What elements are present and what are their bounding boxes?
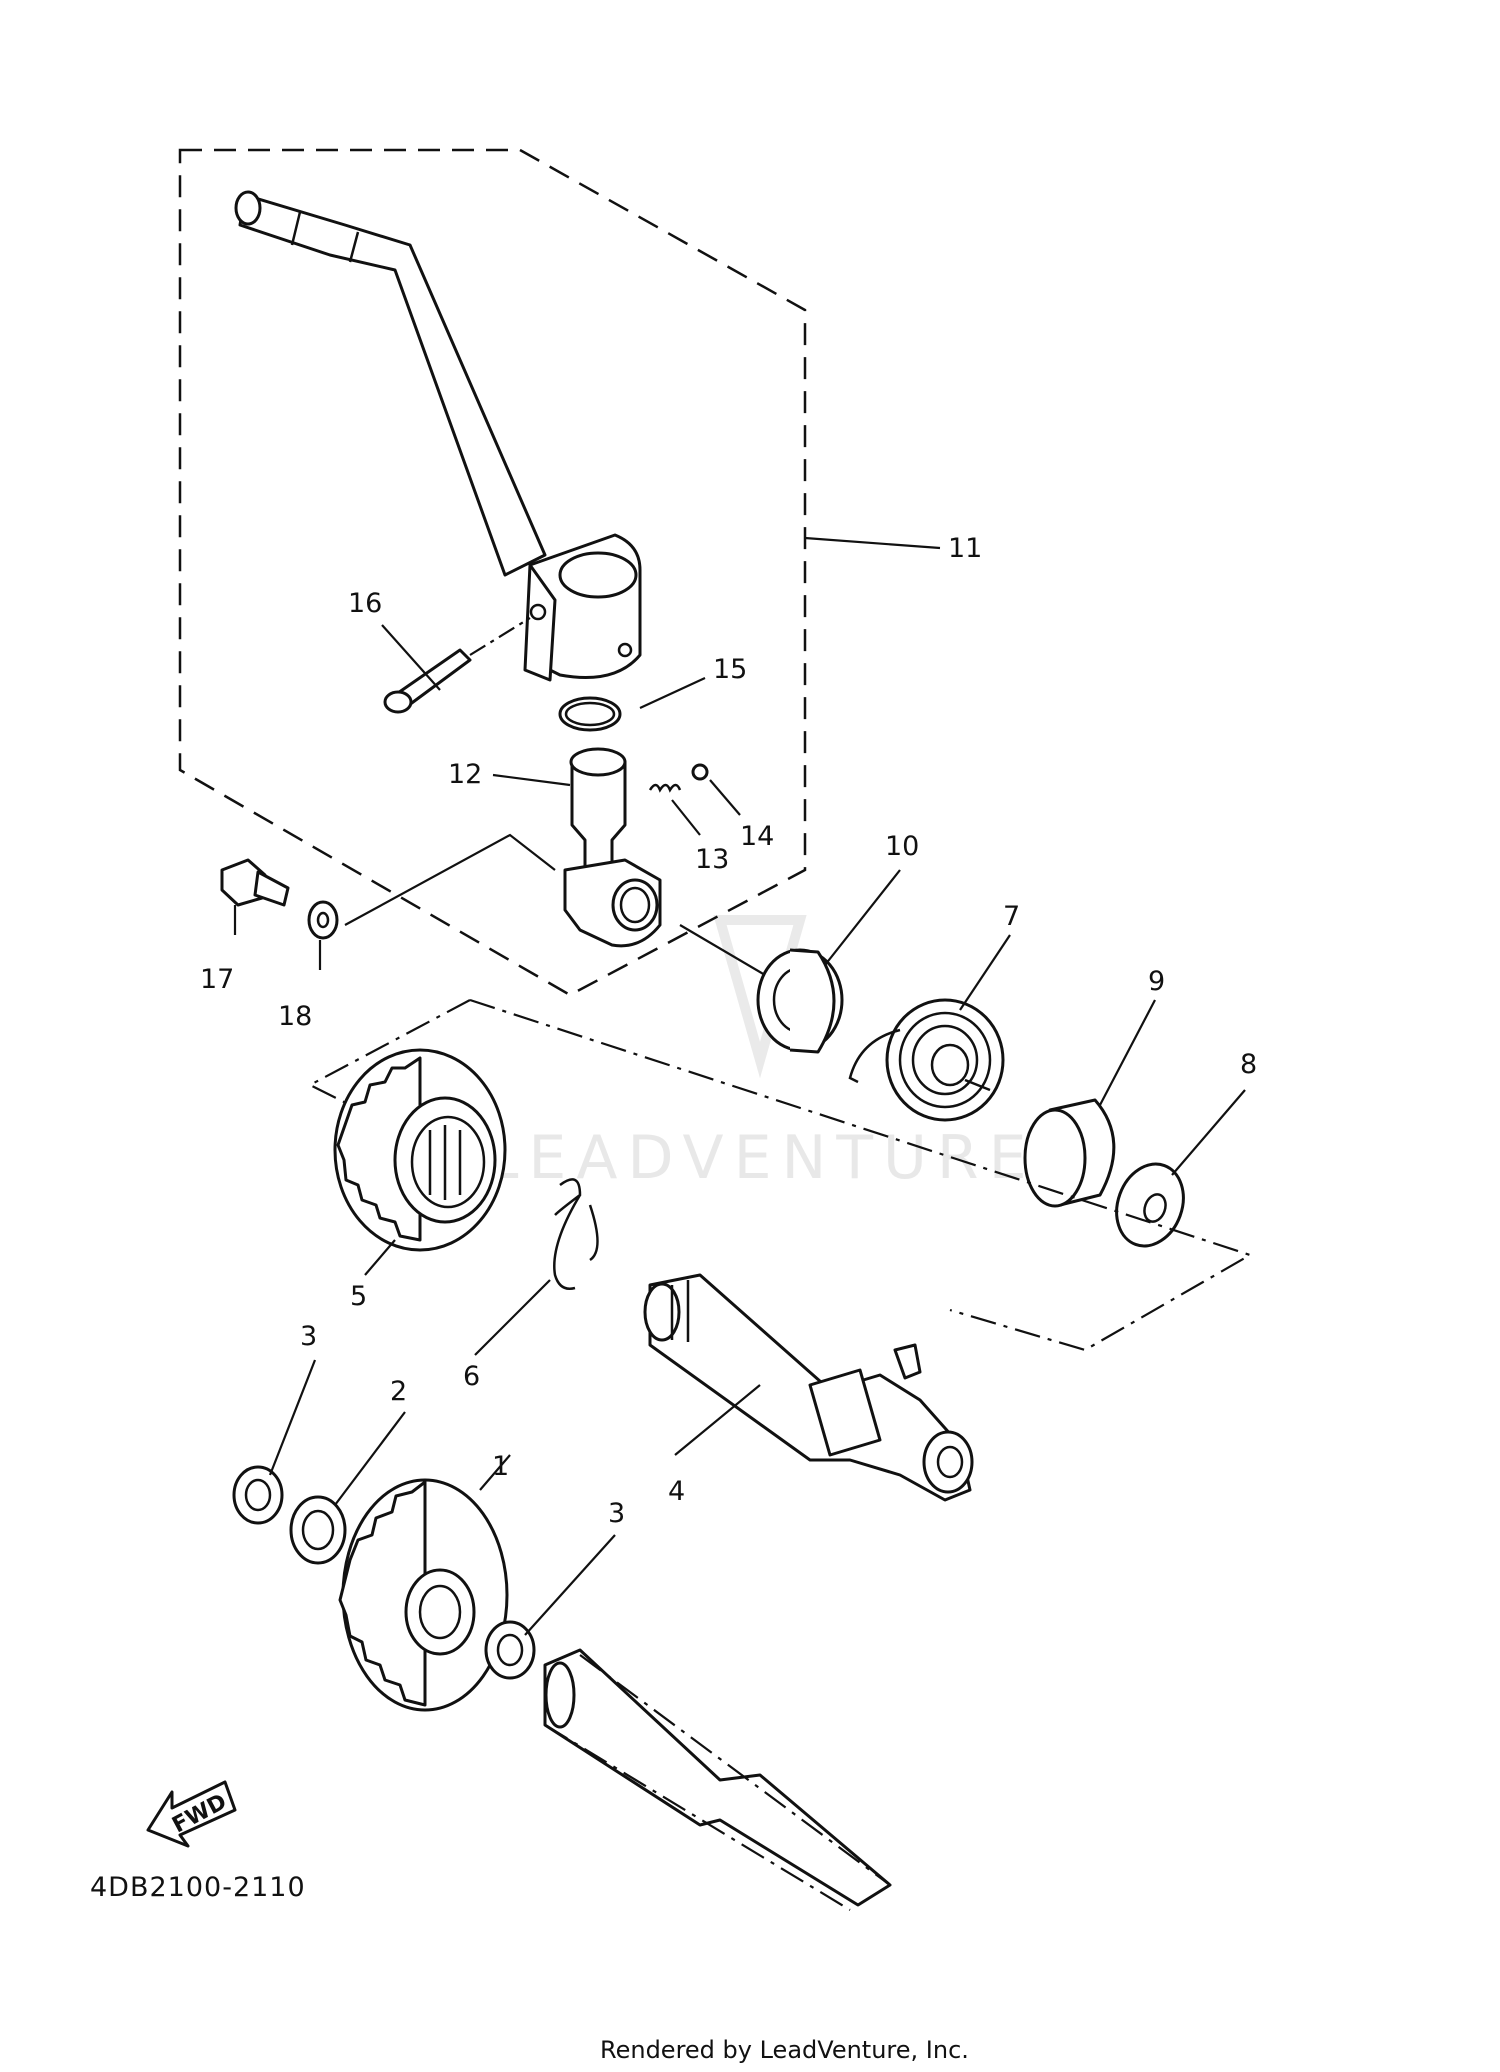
part-18-washer xyxy=(307,900,339,940)
fwd-arrow-icon: FWD xyxy=(146,1780,237,1848)
callout-6: 6 xyxy=(463,1361,480,1392)
callout-13: 13 xyxy=(695,844,729,875)
part-8-washer xyxy=(1115,1162,1185,1248)
callout-7: 7 xyxy=(1003,901,1020,932)
part-12-kick-boss xyxy=(563,747,662,948)
diagram-code: 4DB2100-2110 xyxy=(90,1872,306,1903)
part-1-idle-gear xyxy=(338,1478,509,1712)
part-3-circlip-right xyxy=(484,1620,536,1680)
part-10-oil-seal xyxy=(756,948,844,1054)
callout-2: 2 xyxy=(390,1376,407,1407)
part-9-collar xyxy=(1023,1098,1116,1208)
part-7-torsion-spring xyxy=(848,998,1005,1122)
callout-16: 16 xyxy=(348,588,382,619)
callout-3-left: 3 xyxy=(300,1321,317,1352)
callout-1: 1 xyxy=(492,1451,509,1482)
callout-14: 14 xyxy=(740,821,774,852)
callout-17: 17 xyxy=(200,964,234,995)
kick-shaft xyxy=(543,1648,892,1911)
callout-10: 10 xyxy=(885,831,919,862)
leader-lines xyxy=(233,536,1246,1636)
part-5-kick-gear xyxy=(333,1048,507,1252)
part-4-kick-axle xyxy=(643,1273,974,1502)
part-2-washer xyxy=(289,1495,347,1565)
assembly-11-boundary xyxy=(178,148,807,997)
callout-11: 11 xyxy=(948,533,982,564)
part-13-spring xyxy=(648,783,682,793)
callout-9: 9 xyxy=(1148,966,1165,997)
part-16-bolt xyxy=(383,617,531,714)
callout-18: 18 xyxy=(278,1001,312,1032)
footer-credit: Rendered by LeadVenture, Inc. xyxy=(600,2036,969,2064)
part-3-circlip-left xyxy=(232,1465,284,1525)
callout-5: 5 xyxy=(350,1281,367,1312)
sub-assembly-outline xyxy=(307,998,1253,1352)
part-17-bolt xyxy=(220,858,290,907)
callout-4: 4 xyxy=(668,1476,685,1507)
part-14-ball xyxy=(691,763,709,781)
callout-8: 8 xyxy=(1240,1049,1257,1080)
callout-12: 12 xyxy=(448,759,482,790)
callout-labels: 1 2 3 3 4 5 6 7 8 9 10 11 12 13 14 15 16… xyxy=(200,533,1257,1529)
callout-3-right: 3 xyxy=(608,1498,625,1529)
kick-lever xyxy=(234,190,642,682)
callout-15: 15 xyxy=(713,654,747,685)
part-6-clip xyxy=(553,1178,599,1290)
